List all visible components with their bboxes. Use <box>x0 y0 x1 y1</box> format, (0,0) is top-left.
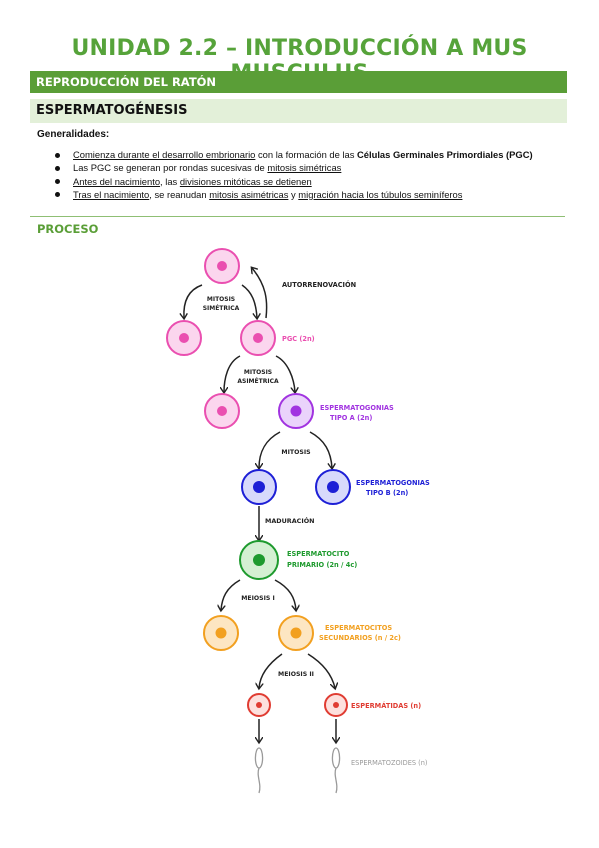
arrows <box>184 268 336 742</box>
pgc-top-cell <box>204 248 240 284</box>
espermatidas-label: ESPERMÁTIDAS (n) <box>351 701 421 710</box>
pgc-left-cell <box>166 320 202 356</box>
meiosis-2-label: MEIOSIS II <box>278 671 314 678</box>
espermatocito-primario-label-2: PRIMARIO (2n / 4c) <box>287 561 357 569</box>
espermatocito-secundario-left-cell <box>203 615 239 651</box>
pgc-label: PGC (2n) <box>282 335 315 343</box>
arrow-mitosis-right <box>309 431 332 468</box>
arrow-meiosis2-left <box>259 653 283 688</box>
subsection-header: ESPERMATOGÉNESIS <box>30 99 567 123</box>
arrow-asimetrica-left <box>224 355 241 392</box>
espermatogonias-a-label-2: TIPO A (2n) <box>330 414 372 422</box>
autorrenovacion-label: AUTORRENOVACIÓN <box>282 280 356 289</box>
arrow-autorrenovacion <box>252 268 268 319</box>
espermatocitos-secundarios-label-1: ESPERMATOCITOS <box>325 624 392 632</box>
section-header: REPRODUCCIÓN DEL RATÓN <box>30 71 567 93</box>
arrow-meiosis1-left <box>221 579 241 610</box>
maduracion-label: MADURACIÓN <box>265 516 315 525</box>
espermatogonia-b-left-cell <box>241 469 277 505</box>
pgc-right-cell <box>240 320 276 356</box>
espermatocitos-secundarios-label-2: SECUNDARIOS (n / 2c) <box>319 634 401 642</box>
mitosis-asimetrica-label-2: ASIMÉTRICA <box>237 377 279 385</box>
espermatozoides-label: ESPERMATOZOIDES (n) <box>351 759 427 767</box>
mitosis-simetrica-label-2: SIMÉTRICA <box>203 304 240 312</box>
proceso-heading: PROCESO <box>37 222 99 236</box>
mitosis-asimetrica-label-1: MITOSIS <box>244 369 272 376</box>
subsection-title: ESPERMATOGÉNESIS <box>36 103 188 118</box>
pgc-renewed-cell <box>204 393 240 429</box>
list-item: Tras el nacimiento, se reanudan mitosis … <box>55 188 533 201</box>
arrow-asimetrica-right <box>275 355 295 392</box>
meiosis-1-label: MEIOSIS I <box>241 595 275 602</box>
mitosis-label: MITOSIS <box>281 449 310 456</box>
espermatogonia-b-right-cell <box>315 469 351 505</box>
espermatozoide-right <box>331 747 341 794</box>
divider <box>30 216 565 217</box>
espermatocito-secundario-right-cell <box>278 615 314 651</box>
arrow-mitosis-simetrica-left <box>184 284 203 318</box>
mitosis-simetrica-label-1: MITOSIS <box>207 296 235 303</box>
arrow-mitosis-simetrica-right <box>241 284 257 318</box>
list-item: Antes del nacimiento, las divisiones mit… <box>55 175 533 188</box>
list-item: Las PGC se generan por rondas sucesivas … <box>55 161 533 174</box>
section-title: REPRODUCCIÓN DEL RATÓN <box>36 75 217 89</box>
espermatogonia-a-cell <box>278 393 314 429</box>
espermatida-left-cell <box>247 693 271 717</box>
espermatocito-primario-label-1: ESPERMATOCITO <box>287 550 350 558</box>
espermatocito-primario-cell <box>239 540 279 580</box>
espermatogonias-b-label-2: TIPO B (2n) <box>366 489 408 497</box>
arrow-meiosis1-right <box>274 579 296 610</box>
espermatogonias-a-label-1: ESPERMATOGONIAS <box>320 404 394 412</box>
espermatogonias-b-label-1: ESPERMATOGONIAS <box>356 479 430 487</box>
arrow-mitosis-left <box>259 431 281 468</box>
generalidades-label: Generalidades: <box>37 129 110 140</box>
list-item: Comienza durante el desarrollo embrionar… <box>55 148 533 161</box>
generalidades-list: Comienza durante el desarrollo embrionar… <box>55 148 533 201</box>
arrow-meiosis2-right <box>307 653 335 688</box>
espermatida-right-cell <box>324 693 348 717</box>
espermatozoide-left <box>254 747 264 794</box>
